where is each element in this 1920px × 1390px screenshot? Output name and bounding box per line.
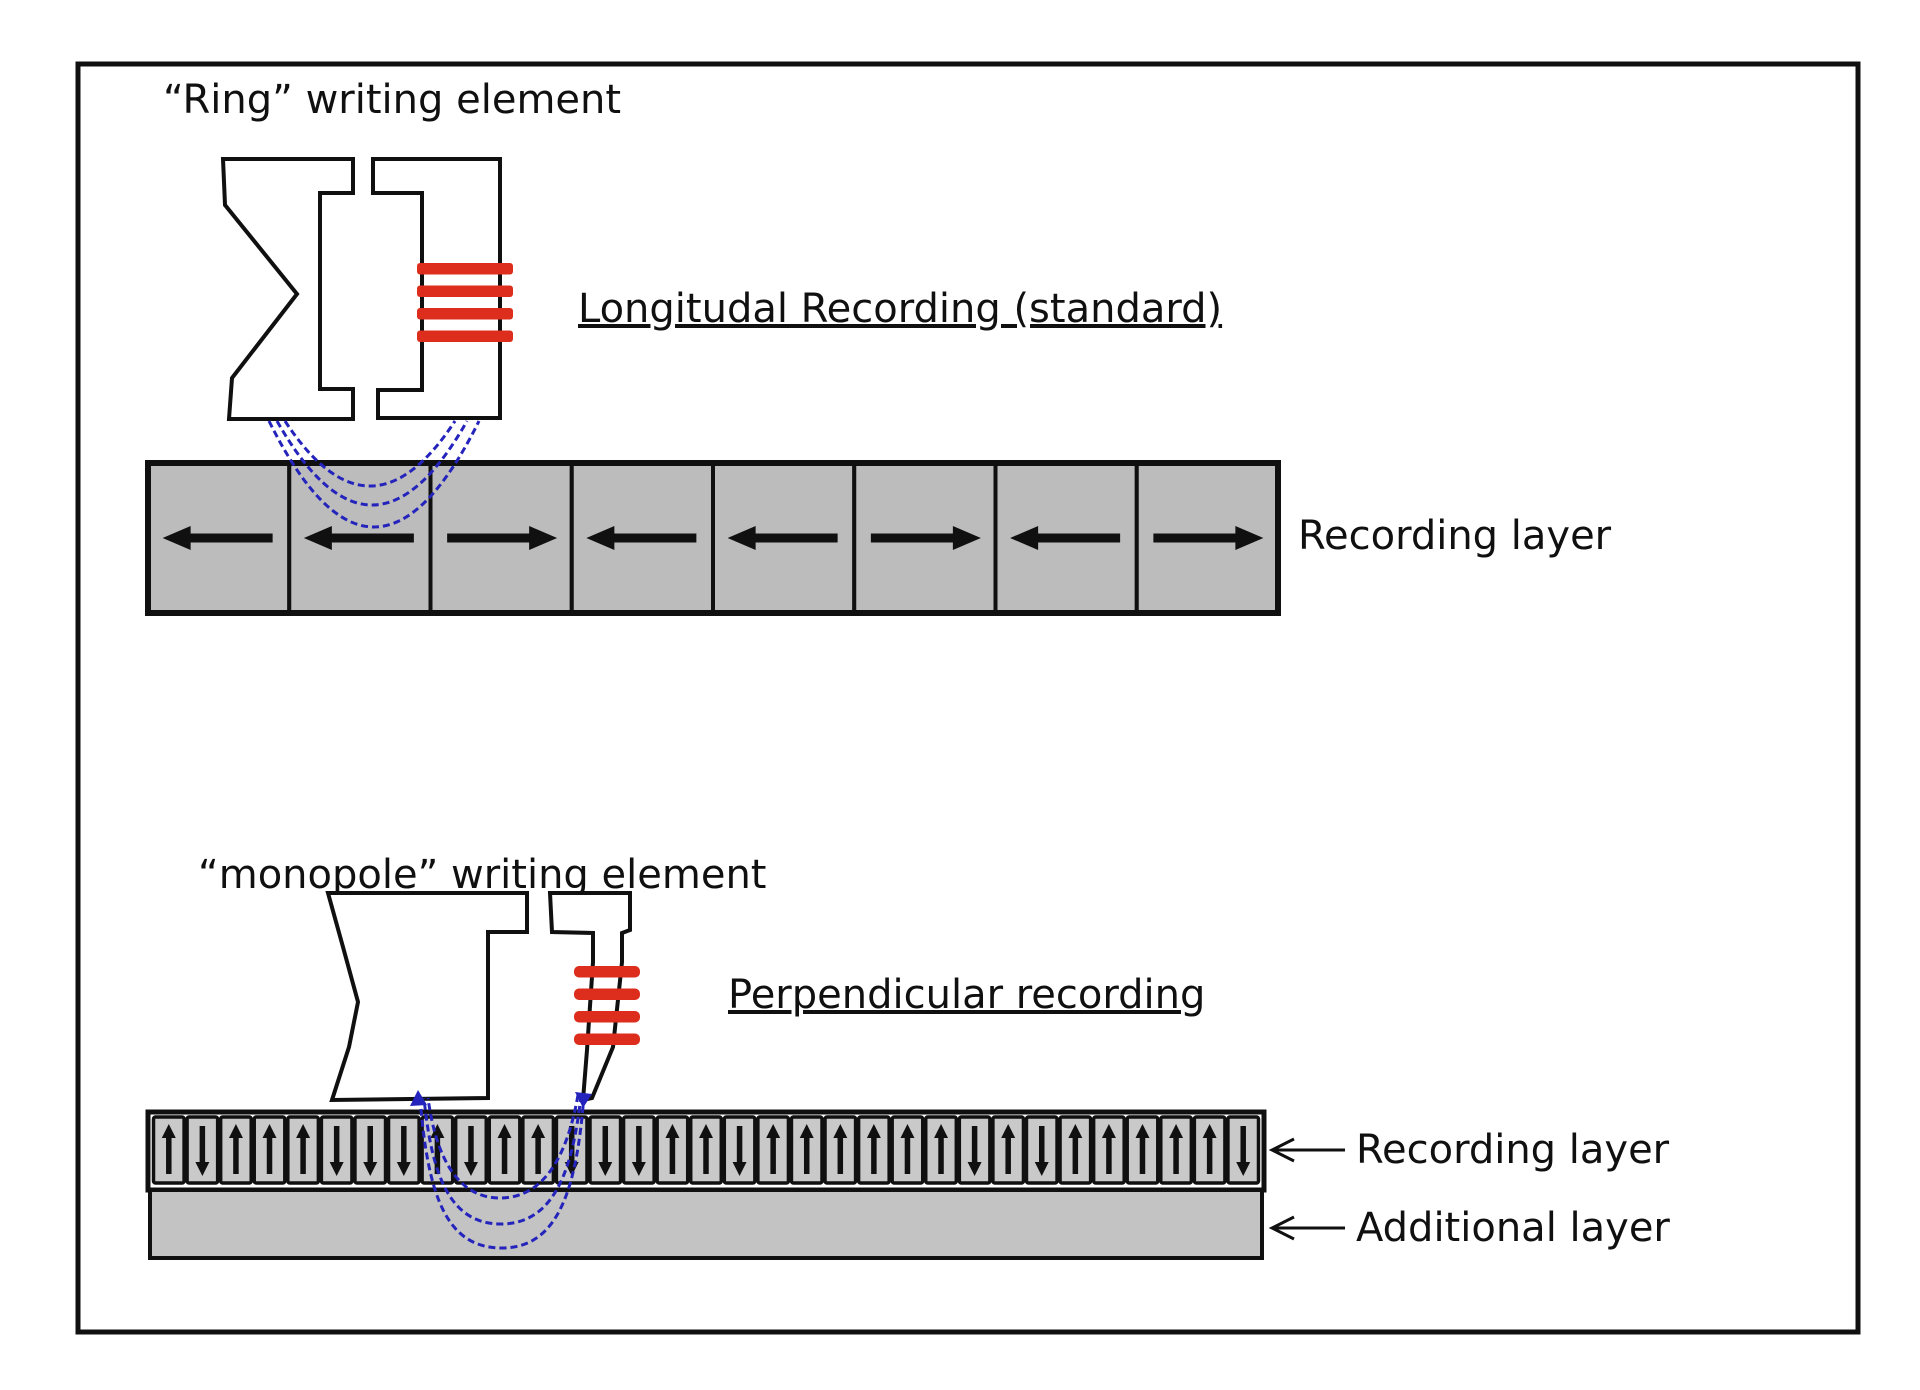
magnetization-arrowhead [531,1124,546,1138]
additional-layer [148,1188,1264,1260]
bottom-recording-layer-callout: Recording layer [1268,1127,1670,1173]
magnetization-arrowhead [296,1124,311,1138]
perpendicular-heading: Perpendicular recording [728,972,1205,1018]
magnetization-arrowhead [162,526,191,550]
field-arrowhead-down [575,1092,592,1108]
magnetization-arrowhead [329,1162,344,1176]
magnetization-arrowhead [363,1162,378,1176]
magnetization-arrowhead [799,1124,814,1138]
magnetization-arrowhead [1135,1124,1150,1138]
magnetization-arrowhead [1001,1124,1016,1138]
magnetization-arrowhead [967,1162,982,1176]
coil-turn [417,308,513,320]
field-arrowhead-up [410,1090,427,1106]
bottom-recording-layer-label: Recording layer [1356,1127,1670,1173]
ring-head-field-lines [267,420,481,529]
field-line [422,1094,583,1226]
magnetization-arrowhead [833,1124,848,1138]
magnetization-arrowhead [1034,1162,1049,1176]
additional-layer-callout: Additional layer [1268,1205,1670,1251]
magnetization-arrowhead [195,1162,210,1176]
ring-head-title: “Ring” writing element [163,77,621,123]
monopole-write-pole-shape [547,891,632,1103]
magnetization-arrowhead [1235,526,1264,550]
longitudinal-heading: Longitudal Recording (standard) [578,286,1222,332]
magnetization-arrowhead [463,1162,478,1176]
magnetization-arrowhead [497,1124,512,1138]
magnetization-arrowhead [1169,1124,1184,1138]
monopole-return-pole-shape [325,891,529,1103]
left-arrow-icon [1268,1215,1345,1241]
ring-head-left-pole-shape [220,157,355,421]
field-line [283,420,457,488]
coil-turn [574,1011,640,1023]
magnetization-arrowhead [161,1124,176,1138]
left-arrow-icon [1268,1137,1345,1163]
ring-head-coil [417,263,513,342]
magnetization-arrowhead [866,1124,881,1138]
magnetization-arrowhead [732,1162,747,1176]
coil-turn [574,988,640,1000]
magnetization-arrowhead [303,526,332,550]
top-recording-layer-label: Recording layer [1298,513,1612,559]
magnetization-arrowhead [727,526,756,550]
magnetization-arrowhead [1101,1124,1116,1138]
monopole-head-title: “monopole” writing element [198,852,766,898]
field-line [426,1094,580,1200]
magnetization-arrowhead [1236,1162,1251,1176]
magnetization-arrowhead [586,526,615,550]
magnetization-arrowhead [262,1124,277,1138]
field-line [267,420,481,529]
longitudinal-recording-layer [146,461,1280,615]
magnetization-arrowhead [900,1124,915,1138]
magnetization-arrowhead [396,1162,411,1176]
monopole-field-lines [410,1090,592,1250]
additional-layer-label: Additional layer [1356,1205,1670,1251]
magnetization-arrowhead [430,1124,445,1138]
magnetization-arrowhead [228,1124,243,1138]
magnetization-arrowhead [665,1124,680,1138]
magnetization-arrowhead [766,1124,781,1138]
longitudinal-layer-outline [145,460,1281,616]
magnetization-arrowhead [1202,1124,1217,1138]
coil-turn [417,330,513,342]
magnetization-arrowhead [934,1124,949,1138]
coil-turn [417,285,513,297]
coil-turn [574,966,640,978]
magnetization-arrowhead [598,1162,613,1176]
magnetization-arrowhead [952,526,981,550]
coil-turn [417,263,513,275]
perpendicular-recording-layer [151,1115,1261,1185]
field-line [275,420,469,507]
magnetization-arrowhead [1068,1124,1083,1138]
field-line [418,1094,586,1250]
magnetization-arrowhead [699,1124,713,1138]
magnetization-arrowhead [1010,526,1039,550]
magnetization-arrowhead [631,1162,646,1176]
magnetization-arrowhead [529,526,558,550]
coil-turn [574,1033,640,1045]
monopole-coil [574,966,640,1045]
